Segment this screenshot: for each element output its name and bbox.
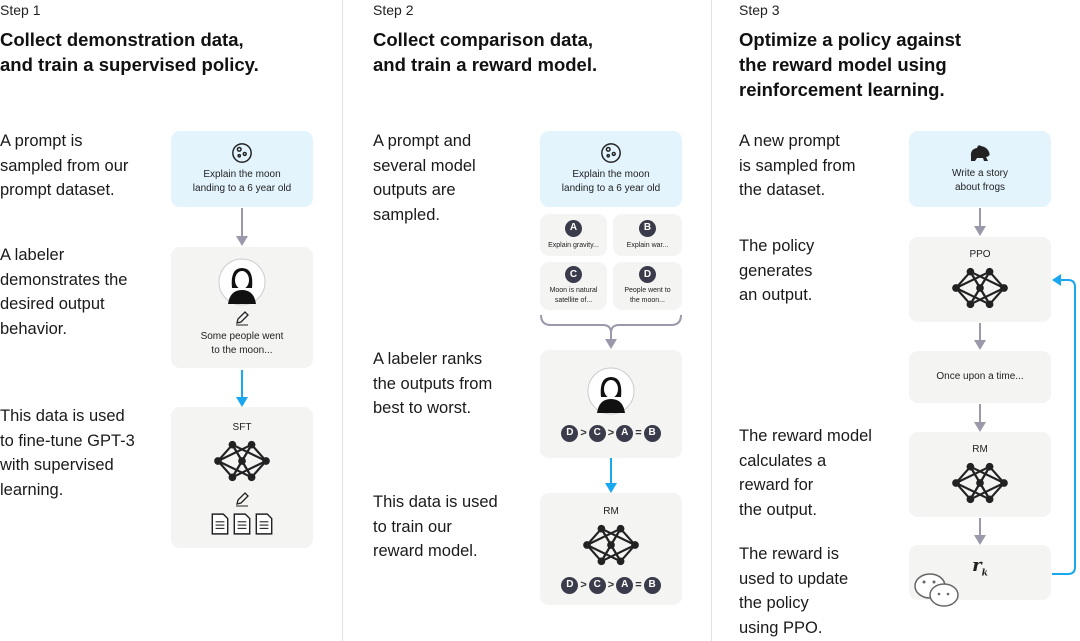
document-icon bbox=[211, 513, 229, 535]
ranking: D>C>A=B bbox=[561, 424, 661, 442]
neural-network-icon bbox=[580, 521, 642, 569]
column-divider bbox=[342, 0, 343, 641]
step-label: Step 3 bbox=[739, 2, 780, 18]
step-label: Step 2 bbox=[373, 2, 414, 18]
pencil-icon bbox=[234, 491, 250, 507]
wechat-watermark-icon bbox=[914, 573, 959, 607]
column-divider bbox=[711, 0, 712, 641]
policy-output-box: Once upon a time... bbox=[909, 351, 1051, 403]
feedback-loop-arrow bbox=[1052, 279, 1076, 575]
neural-network-icon bbox=[949, 264, 1011, 312]
step-title: Collect comparison data,and train a rewa… bbox=[373, 29, 598, 75]
ranking: D>C>A=B bbox=[561, 576, 661, 594]
document-icon bbox=[255, 513, 273, 535]
model-label: RM bbox=[972, 443, 988, 455]
ppo-policy-box: PPO bbox=[909, 237, 1051, 322]
step-label: Step 1 bbox=[0, 2, 41, 18]
pencil-icon bbox=[234, 310, 250, 326]
reward-model-box: RM D>C>A=B bbox=[540, 493, 682, 605]
bracket bbox=[540, 314, 682, 334]
model-label: SFT bbox=[232, 421, 252, 433]
labeler-ranking-box: D>C>A=B bbox=[540, 350, 682, 458]
reward-model-box: RM bbox=[909, 432, 1051, 517]
model-label: PPO bbox=[969, 248, 991, 260]
neural-network-icon bbox=[949, 459, 1011, 507]
document-icon bbox=[233, 513, 251, 535]
moon-icon bbox=[600, 142, 622, 164]
moon-icon bbox=[231, 142, 253, 164]
labeler-avatar-icon bbox=[587, 367, 635, 415]
sft-model-box: SFT bbox=[171, 407, 313, 548]
step-title: Collect demonstration data,and train a s… bbox=[0, 29, 259, 75]
model-label: RM bbox=[603, 505, 619, 517]
neural-network-icon bbox=[211, 437, 273, 485]
labeler-avatar-icon bbox=[218, 258, 266, 306]
frog-icon bbox=[970, 145, 990, 161]
reward-symbol: rk bbox=[972, 555, 988, 579]
